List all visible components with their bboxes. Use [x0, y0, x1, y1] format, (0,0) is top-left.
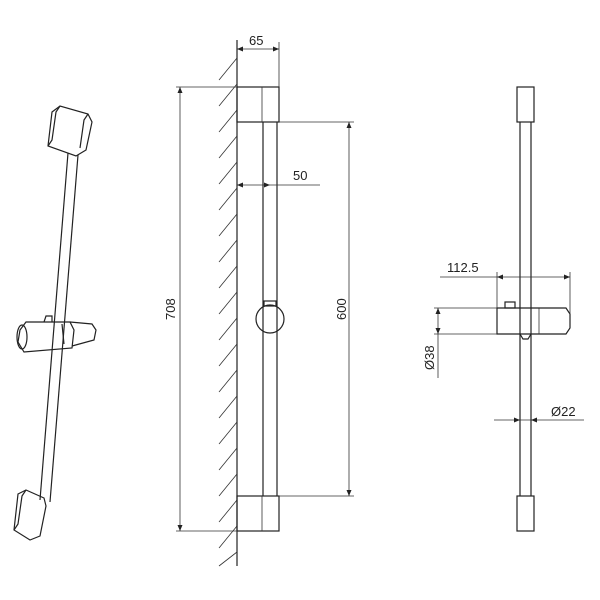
- dimension-112-5-label: 112.5: [447, 260, 479, 275]
- side-view: [176, 40, 354, 567]
- dimension-50-label: 50: [293, 168, 307, 183]
- dimension-65-label: 65: [249, 33, 263, 48]
- perspective-view: [13, 105, 97, 541]
- dimension-708-label: 708: [163, 298, 178, 320]
- dimension-dia22-label: Ø22: [551, 404, 576, 419]
- dimension-dia38-label: Ø38: [422, 345, 437, 370]
- dimension-600-label: 600: [334, 298, 349, 320]
- front-view: [434, 86, 584, 532]
